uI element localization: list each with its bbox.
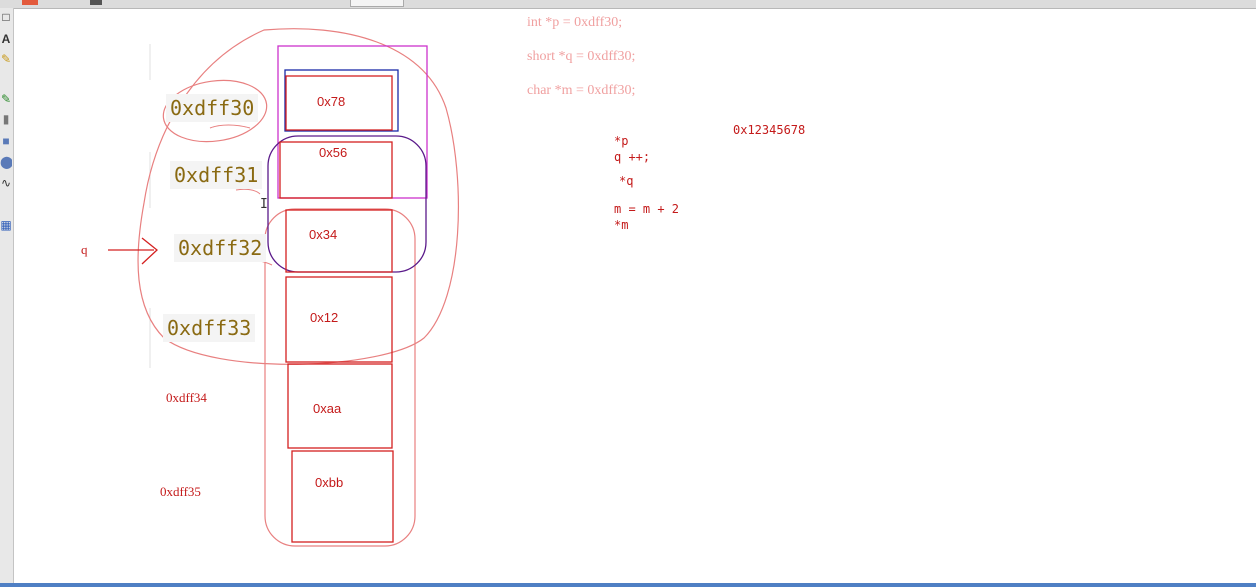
drawing-layer: I [108, 28, 459, 547]
text-cursor-icon: I [260, 197, 268, 212]
code-line-int: int *p = 0xdff30; [527, 15, 623, 30]
pointer-arrow-head [141, 237, 158, 265]
ellipse-icon[interactable]: ⬤ [0, 155, 12, 169]
memory-cell-value: 0xaa [313, 401, 342, 416]
marker-icon[interactable]: ✎ [0, 92, 12, 106]
address-label: 0xdff32 [174, 234, 267, 262]
memory-cell-box [285, 75, 393, 131]
address-label: 0xdff34 [166, 390, 207, 405]
q-increment-note: q ++; [614, 150, 651, 164]
menu-icon[interactable] [90, 0, 102, 5]
eraser-icon[interactable]: ▮ [2, 112, 10, 126]
address-label: 0xdff31 [170, 161, 263, 189]
memory-cell-box [291, 450, 394, 543]
address-label: 0xdff33 [163, 314, 256, 342]
address-circle [162, 79, 268, 143]
color-icon[interactable]: ▦ [0, 218, 12, 232]
text-icon[interactable]: A [1, 32, 11, 46]
drawing-toolbar: □ A ✎ ✎ ▮ ■ ⬤ ∿ ▦ [0, 8, 14, 583]
pen-icon[interactable]: ✎ [0, 52, 12, 66]
underline-stroke [209, 124, 251, 129]
memory-cell-box [285, 276, 393, 363]
address-label: 0xdff30 [166, 94, 259, 122]
whiteboard-canvas[interactable]: I 0xdff30 0xdff31 0xdff32 0xdff33 0xdff3… [14, 8, 1256, 583]
deref-p-note: *p [614, 134, 629, 148]
lower-cells-outline [264, 208, 416, 547]
deref-q-note: *q [619, 174, 634, 188]
memory-cell-value: 0xbb [315, 475, 344, 490]
window-top-bar [0, 0, 1256, 9]
pointer-label: q [81, 242, 88, 257]
memory-cell-box [287, 363, 393, 449]
memory-cell-value: 0x34 [309, 227, 338, 242]
memory-cell-value: 0x12 [310, 310, 339, 325]
hex-value-note: 0x12345678 [733, 123, 806, 137]
code-line-char: char *m = 0xdff30; [527, 83, 636, 98]
underline-stroke [235, 188, 261, 195]
address-label: 0xdff35 [160, 484, 201, 499]
zoom-field[interactable] [350, 0, 404, 7]
blue-box [284, 69, 399, 132]
status-bar [0, 583, 1256, 587]
m-plus-note: m = m + 2 [614, 202, 680, 216]
int-loop-outline [137, 28, 459, 365]
rectangle-icon[interactable]: ■ [2, 134, 10, 148]
memory-cell-box [285, 209, 393, 273]
curve-icon[interactable]: ∿ [0, 176, 12, 190]
select-icon[interactable]: □ [2, 10, 10, 24]
close-icon[interactable] [22, 0, 38, 5]
magenta-box [277, 45, 428, 199]
memory-cell-value: 0x56 [319, 145, 348, 160]
memory-cell-box [279, 141, 393, 199]
code-line-short: short *q = 0xdff30; [527, 49, 636, 64]
memory-cell-value: 0x78 [317, 94, 346, 109]
deref-m-note: *m [614, 218, 629, 232]
